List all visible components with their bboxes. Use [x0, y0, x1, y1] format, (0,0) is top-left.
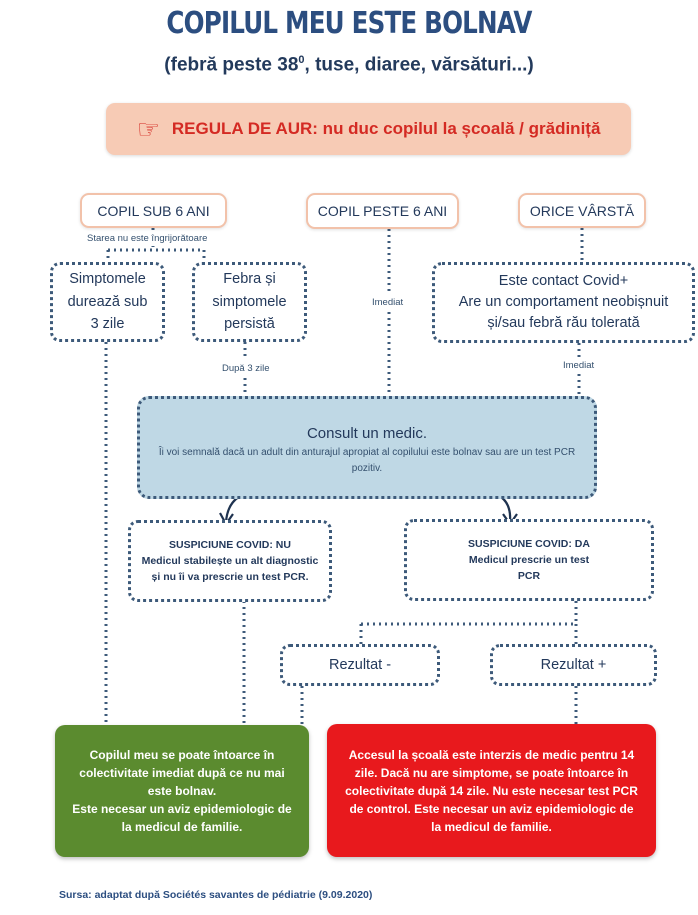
page-subtitle: (febră peste 380, tuse, diaree, vărsătur…	[0, 54, 698, 76]
source-credit: Sursa: adaptat după Sociétés savantes de…	[59, 889, 373, 901]
consult-doctor-heading: Consult un medic.	[306, 425, 428, 442]
suspicion-yes-text: Medicul prescrie un test PCR	[468, 553, 590, 583]
subtitle-pre: (febră peste 38	[164, 54, 299, 76]
page-title: COPILUL MEU ESTE BOLNAV	[166, 6, 532, 41]
outcome-return-box: Copilul meu se poate întoarce în colecti…	[55, 725, 309, 857]
symptoms-line-2: durează sub	[67, 293, 148, 310]
golden-rule-banner: ☞ REGULA DE AUR: nu duc copilul la școal…	[106, 103, 631, 155]
suspicion-no-text: Medicul stabilește un alt diagnostic și …	[141, 554, 319, 584]
outcome-forbidden-text: Accesul la școală este interzis de medic…	[345, 747, 638, 834]
fever-line-2: simptomele	[212, 293, 287, 310]
pointing-hand-icon: ☞	[136, 114, 160, 144]
category-over-6: COPIL PESTE 6 ANI	[306, 193, 459, 229]
outcome-return-text: Copilul meu se poate întoarce în colecti…	[79, 748, 285, 798]
golden-rule-text: REGULA DE AUR: nu duc copilul la școală …	[171, 119, 601, 138]
suspicion-no-title: SUSPICIUNE COVID: NU	[169, 538, 291, 551]
consult-doctor-box: Consult un medic. Îi voi semnală dacă un…	[137, 396, 597, 499]
subtitle-post: , tuse, diaree, vărsături...)	[304, 54, 534, 76]
outcome-return-note: Este necesar un aviz epidemiologic de la…	[72, 802, 292, 834]
category-under-6: COPIL SUB 6 ANI	[80, 193, 227, 228]
contact-line-1: Este contact Covid+	[498, 272, 629, 289]
box-covid-contact: Este contact Covid+ Are un comportament …	[432, 262, 695, 343]
box-fever-persists: Febra și simptomele persistă	[192, 262, 307, 342]
fever-line-1: Febra și	[223, 271, 276, 288]
box-symptoms-under-3-days: Simptomele durează sub 3 zile	[50, 262, 165, 342]
fever-line-3: persistă	[224, 316, 275, 333]
outcome-forbidden-box: Accesul la școală este interzis de medic…	[327, 724, 656, 857]
result-positive: Rezultat +	[490, 644, 657, 686]
label-not-worrying: Starea nu este îngrijorătoare	[86, 233, 209, 244]
label-immediate-any: Imediat	[563, 360, 595, 371]
result-negative: Rezultat -	[280, 644, 440, 686]
subtitle-degree: 0	[298, 54, 305, 66]
box-suspicion-yes: SUSPICIUNE COVID: DA Medicul prescrie un…	[404, 519, 654, 601]
box-suspicion-no: SUSPICIUNE COVID: NU Medicul stabilește …	[128, 520, 332, 602]
category-any-age: ORICE VÂRSTĂ	[518, 193, 646, 228]
symptoms-line-3: 3 zile	[90, 316, 125, 333]
label-immediate-over6: Imediat	[372, 297, 404, 308]
contact-line-3: și/sau febră rău tolerată	[487, 315, 640, 331]
label-after-3-days: După 3 zile	[222, 363, 270, 374]
suspicion-yes-title: SUSPICIUNE COVID: DA	[468, 537, 590, 550]
consult-doctor-note: Îi voi semnală dacă un adult din anturaj…	[158, 447, 576, 474]
contact-line-2: Are un comportament neobișnuit	[458, 293, 669, 310]
symptoms-line-1: Simptomele	[69, 271, 146, 288]
